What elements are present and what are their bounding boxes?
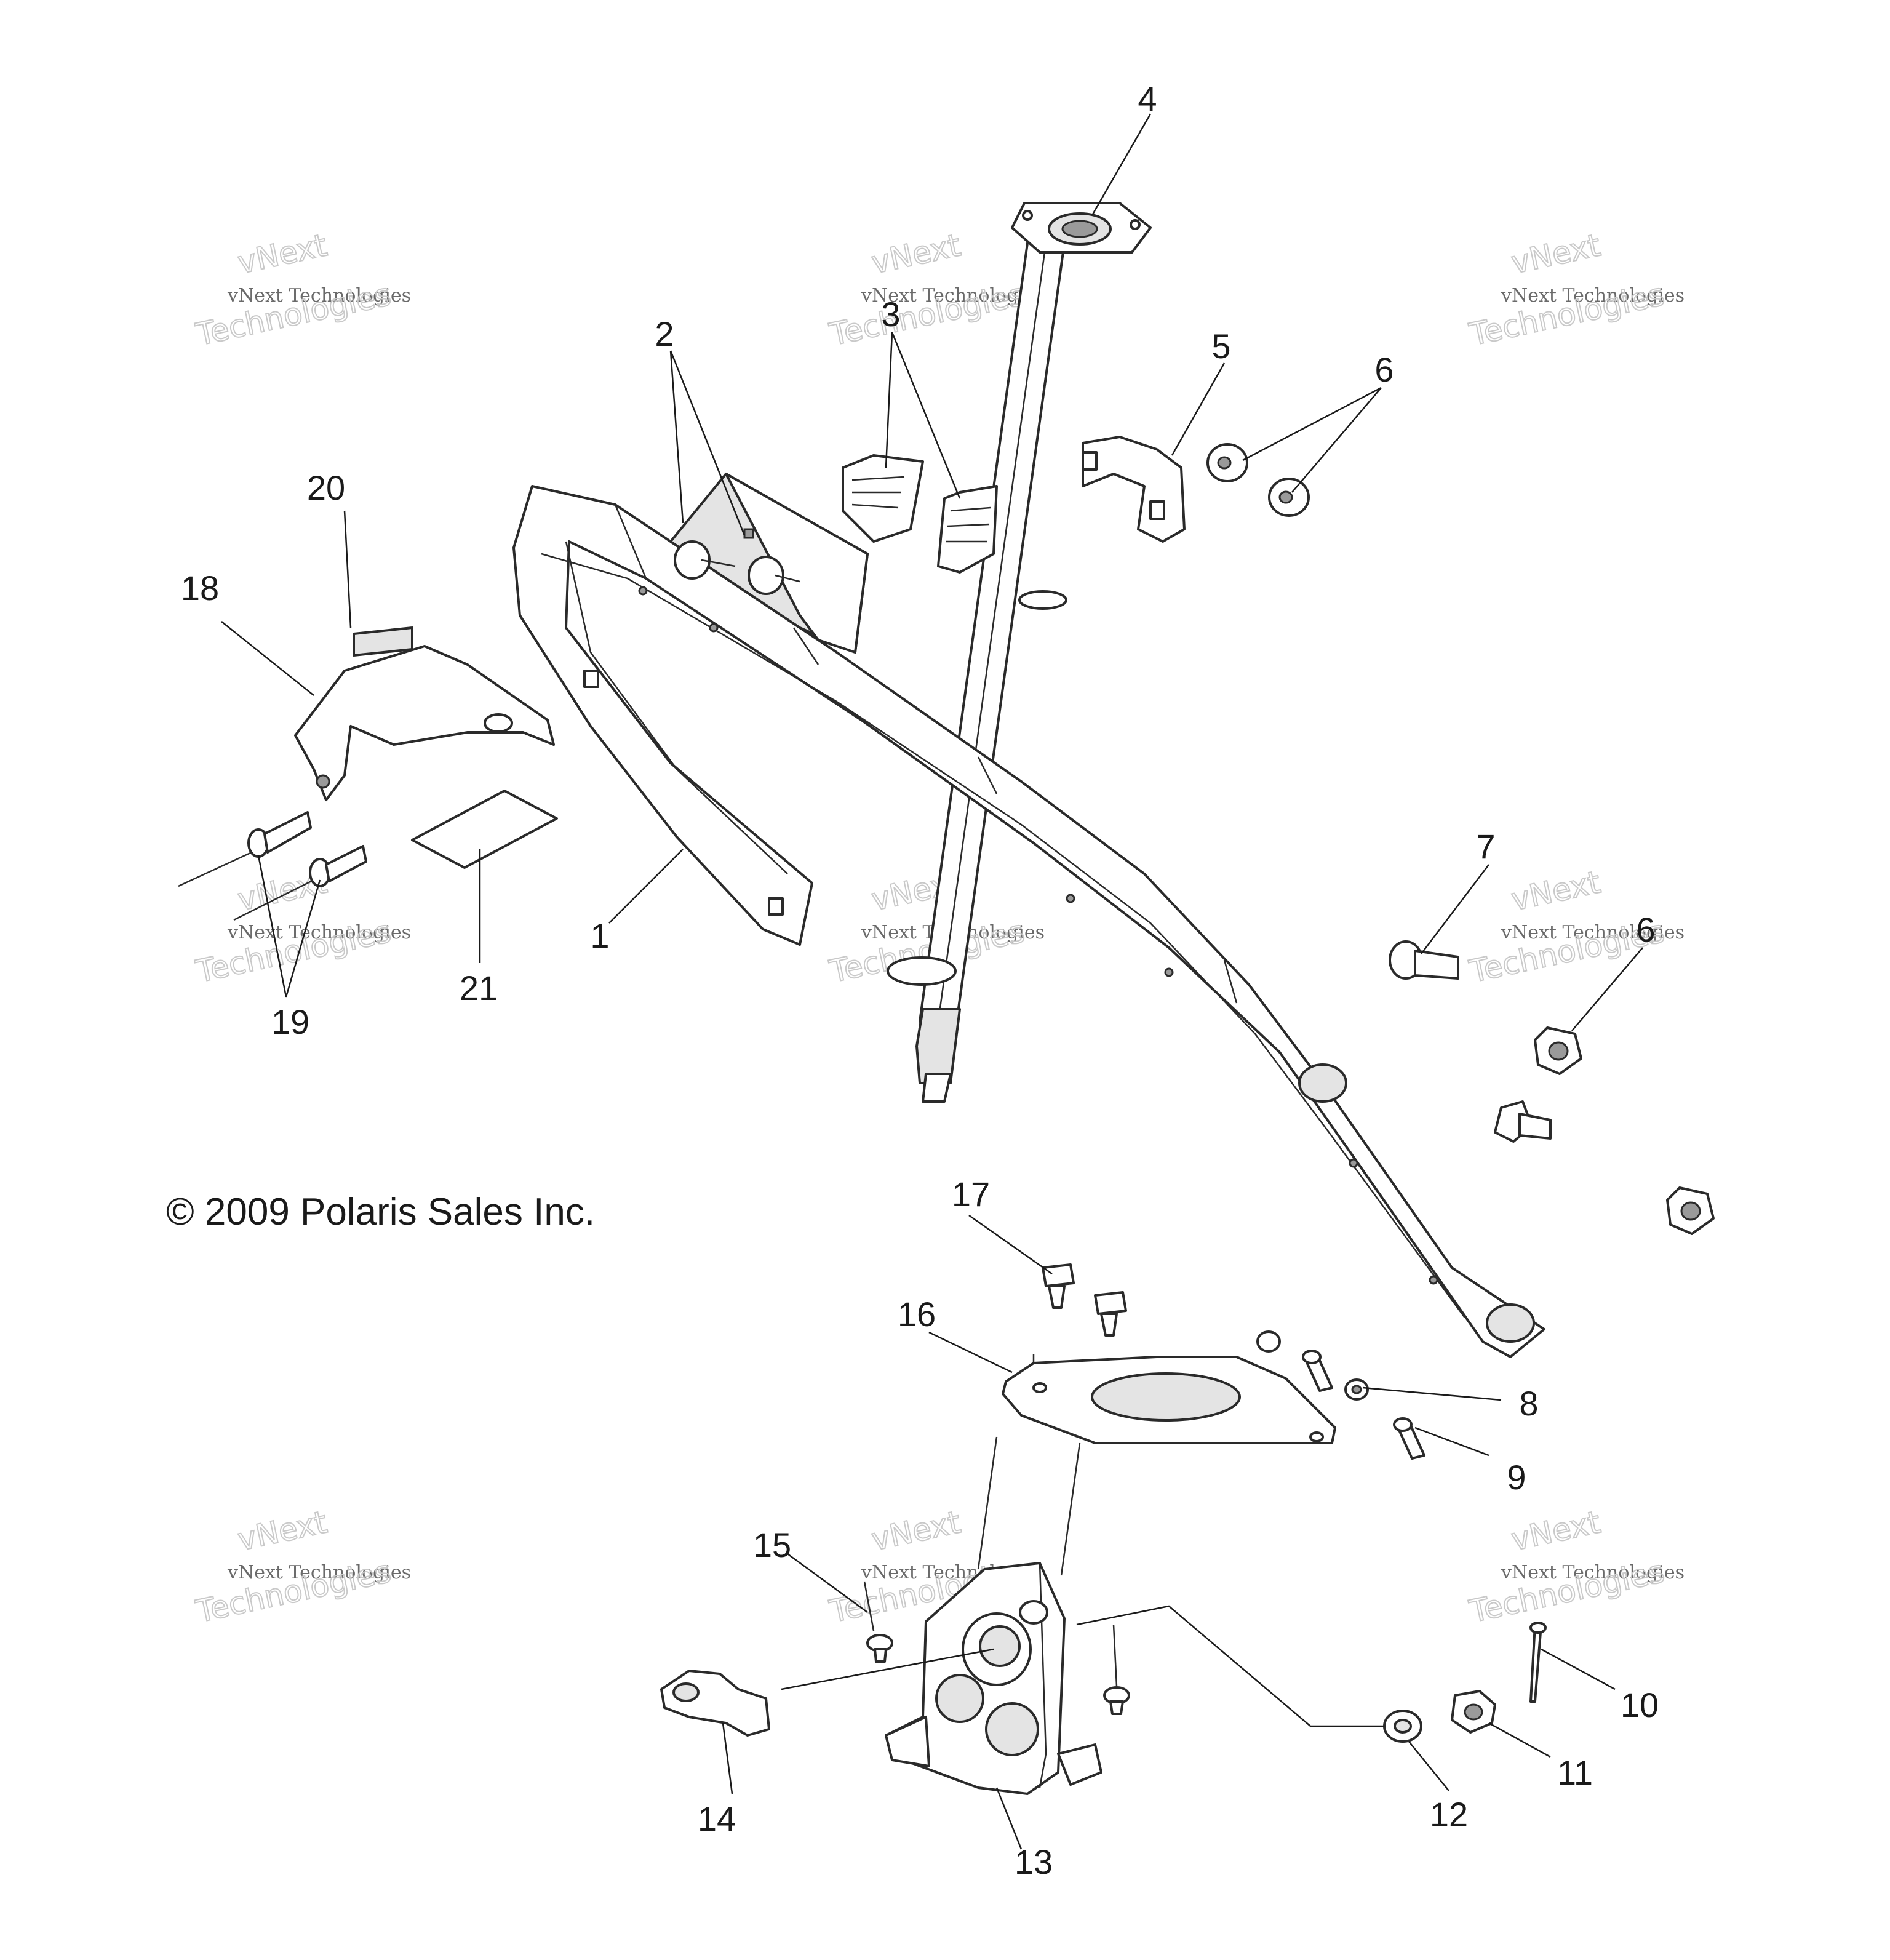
steering-frame-part <box>512 485 1545 1358</box>
callout-7: 7 <box>1476 827 1495 866</box>
bolt-nut-part-right <box>1389 940 1715 1235</box>
leader-lines <box>221 113 1643 1850</box>
callout-labels: 4 2 3 5 6 20 18 7 6 1 21 19 17 16 8 9 15… <box>181 79 1659 1881</box>
svg-text:vNext Technologies: vNext Technologies <box>227 285 411 306</box>
nut-part-upper <box>1206 443 1310 517</box>
svg-text:vNext Technologies: vNext Technologies <box>1501 922 1685 943</box>
strap-bracket-part <box>1082 436 1186 543</box>
column-clamp-part <box>842 454 998 574</box>
callout-8: 8 <box>1519 1384 1538 1423</box>
svg-text:vNext: vNext <box>1508 227 1603 281</box>
svg-text:vNext Technologies: vNext Technologies <box>1501 1562 1685 1583</box>
screw-part-upper <box>1042 1263 1127 1337</box>
fastener-part-lower <box>863 1581 1130 1715</box>
steering-column-part <box>887 202 1152 1103</box>
watermark-bottom-left: vNext vNext Technologies Technologies <box>192 1503 411 1630</box>
watermark-bottom-right: vNext vNext Technologies Technologies <box>1465 1503 1685 1630</box>
callout-21: 21 <box>460 969 498 1007</box>
watermark-mid-left: vNext vNext Technologies Technologies <box>192 863 411 990</box>
callout-4: 4 <box>1138 79 1157 118</box>
frame-bracket-part <box>669 473 869 654</box>
watermark-top-center: vNext vNext Technologies Technologies <box>826 226 1045 353</box>
callout-18: 18 <box>181 569 219 607</box>
callout-5: 5 <box>1211 327 1230 366</box>
callout-15: 15 <box>753 1526 791 1564</box>
mounting-plate-part <box>1002 1354 1336 1444</box>
svg-text:vNext Technologies: vNext Technologies <box>861 285 1045 306</box>
watermark-top-left: vNext vNext Technologies Technologies <box>192 226 411 353</box>
callout-9: 9 <box>1507 1458 1526 1497</box>
svg-text:vNext Technologies: vNext Technologies <box>1501 285 1685 306</box>
pin-nut-washer-part <box>1383 1622 1547 1743</box>
callout-10: 10 <box>1621 1686 1659 1724</box>
lower-housing-part <box>885 1436 1102 1795</box>
watermark-top-right: vNext vNext Technologies Technologies <box>1465 226 1685 353</box>
svg-text:vNext: vNext <box>234 1504 330 1558</box>
callout-12: 12 <box>1430 1795 1468 1834</box>
svg-text:vNext: vNext <box>234 227 330 281</box>
svg-text:vNext: vNext <box>868 1504 963 1558</box>
callout-1: 1 <box>590 916 609 955</box>
callout-19: 19 <box>271 1002 309 1041</box>
copyright-text: © 2009 Polaris Sales Inc. <box>166 1191 595 1233</box>
left-bracket-part <box>294 626 555 801</box>
callout-16: 16 <box>898 1295 936 1334</box>
svg-text:vNext: vNext <box>1508 864 1603 918</box>
tie-rod-end-part <box>660 1670 770 1737</box>
callout-17: 17 <box>952 1175 990 1214</box>
callout-2: 2 <box>655 314 674 353</box>
pad-part <box>411 790 558 869</box>
svg-text:vNext: vNext <box>1508 1504 1603 1558</box>
svg-text:vNext Technologies: vNext Technologies <box>227 1562 411 1583</box>
callout-14: 14 <box>698 1799 736 1838</box>
rivet-part <box>178 811 367 921</box>
callout-11: 11 <box>1557 1753 1593 1792</box>
callout-6-upper: 6 <box>1374 350 1394 389</box>
nut-bolt-part-plate <box>1256 1330 1425 1460</box>
callout-20: 20 <box>307 468 345 507</box>
callout-3: 3 <box>881 295 900 334</box>
callout-6-lower: 6 <box>1636 910 1655 949</box>
svg-text:vNext Technologies: vNext Technologies <box>227 922 411 943</box>
svg-text:vNext: vNext <box>868 227 963 281</box>
callout-13: 13 <box>1015 1842 1053 1881</box>
